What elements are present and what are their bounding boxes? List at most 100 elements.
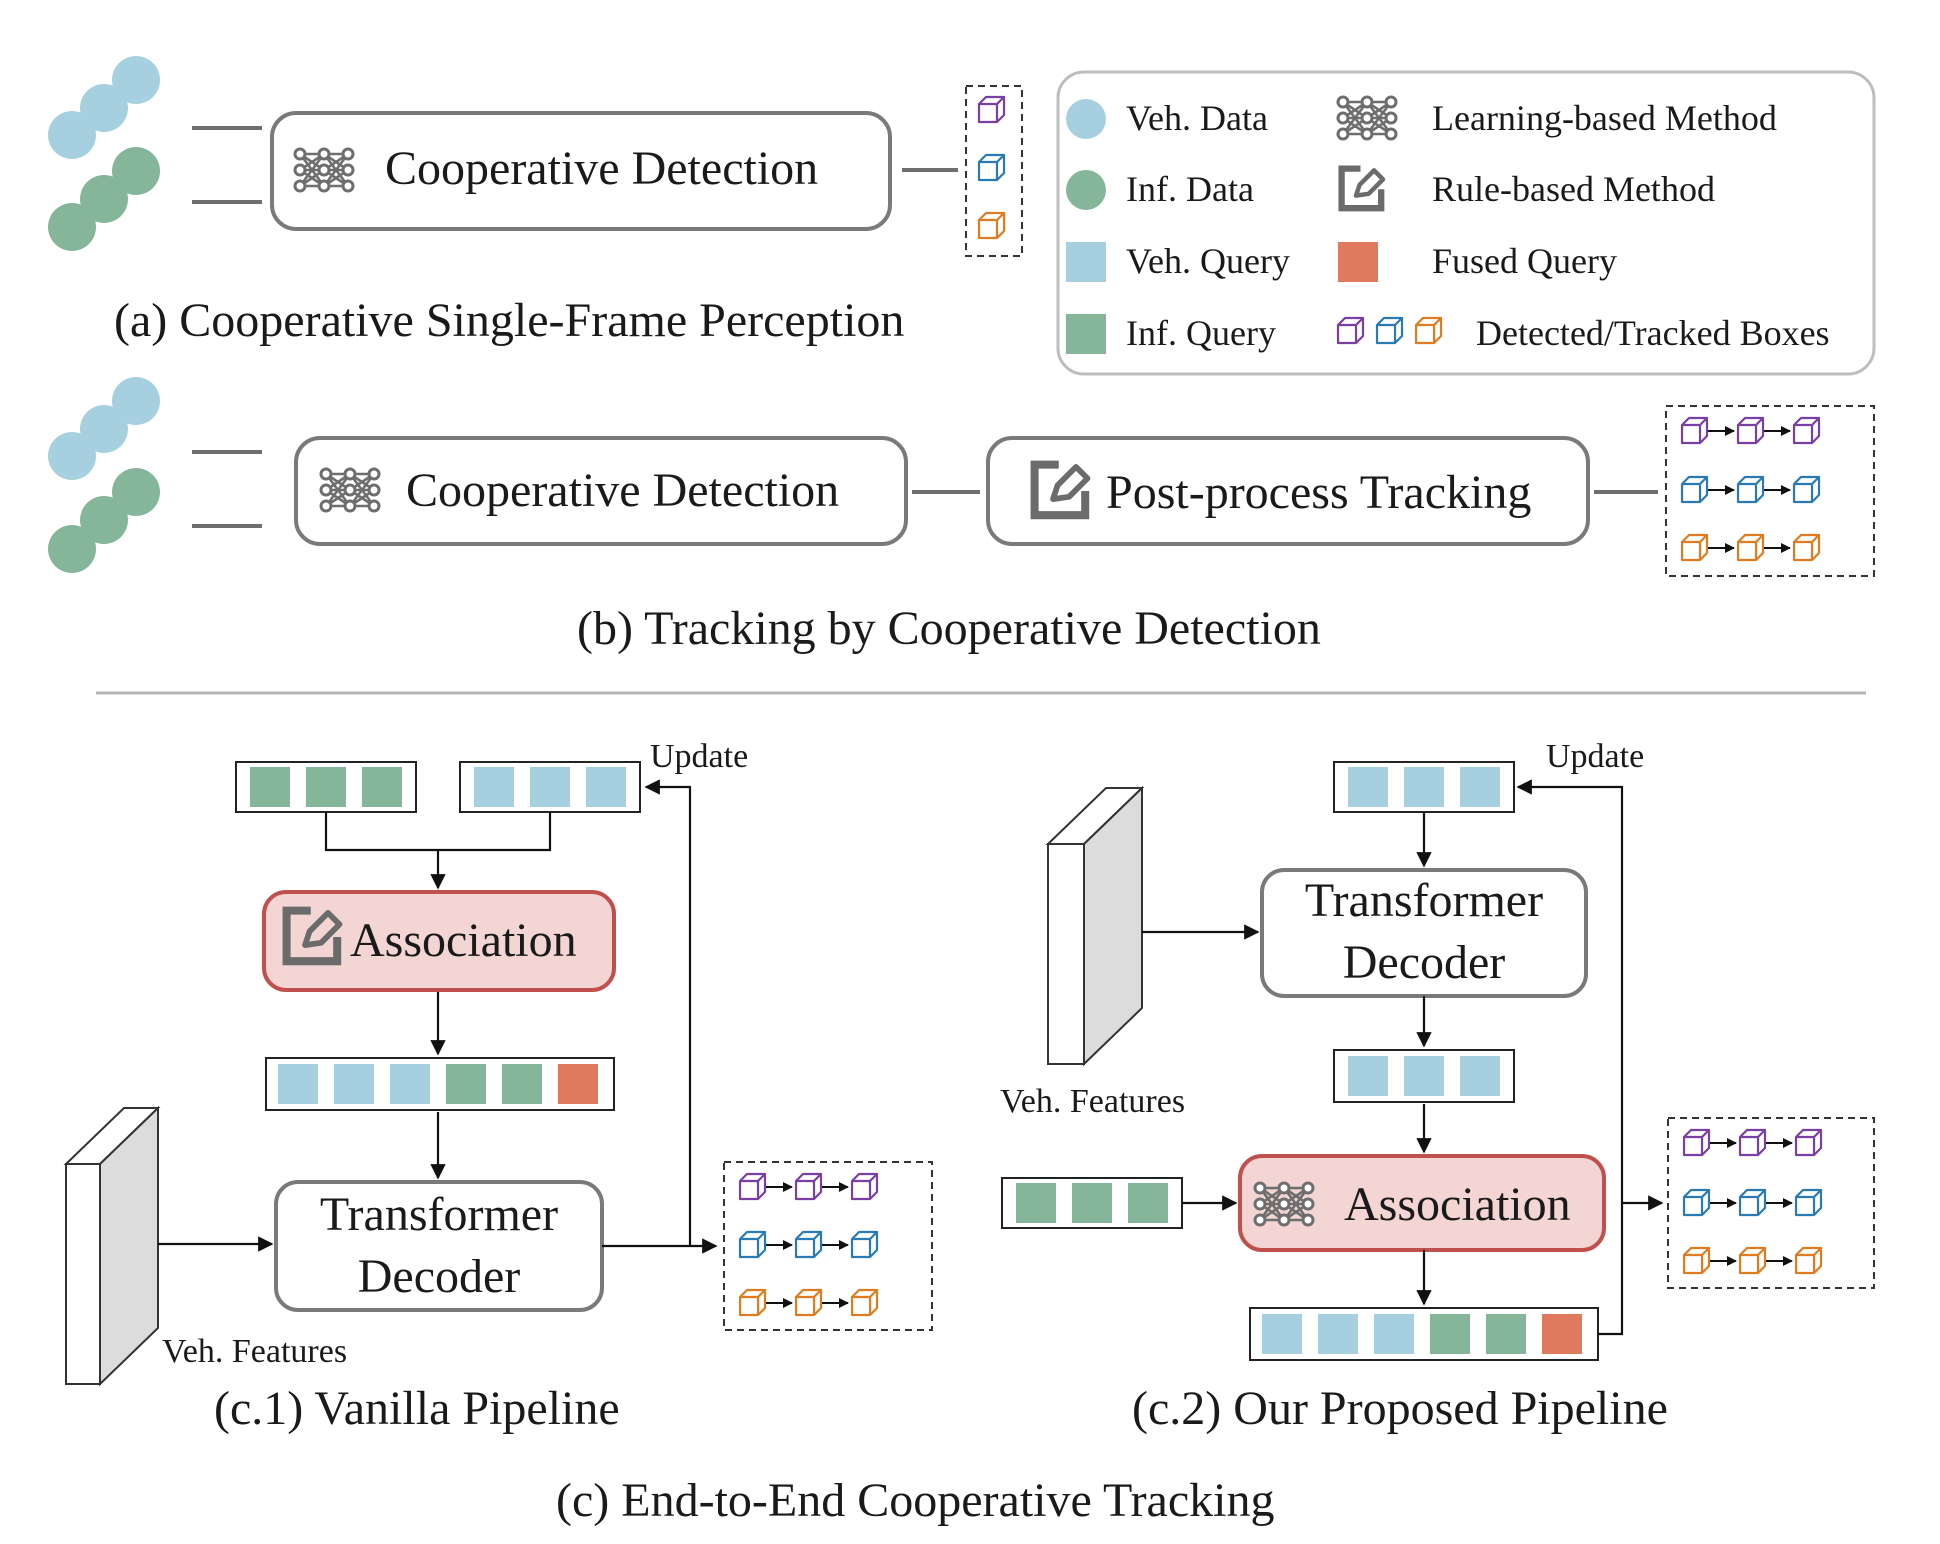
veh-query xyxy=(474,767,514,807)
association-box xyxy=(1238,1154,1606,1252)
update-connector xyxy=(644,779,692,1246)
inf-data-dot xyxy=(48,203,96,251)
legend: Veh. Data Inf. Data Veh. Query Inf. Quer… xyxy=(1056,70,1876,376)
panel-c1: Update Association Transformer Decoder V… xyxy=(63,738,933,1435)
fused-query xyxy=(558,1064,598,1104)
panel-c1-caption: (c.1) Vanilla Pipeline xyxy=(214,1382,620,1435)
legend-veh-query-swatch xyxy=(1066,242,1106,282)
legend-learning-icon xyxy=(1336,95,1398,141)
panel-b: Cooperative Detection Post-process Track… xyxy=(48,377,1875,655)
veh-query xyxy=(1460,767,1500,807)
tracked-boxes-row-purple xyxy=(1684,1130,1821,1155)
inf-query xyxy=(1430,1314,1470,1354)
inf-data-dot xyxy=(112,147,160,195)
cooperative-detection-box xyxy=(294,436,908,546)
panel-a-caption: (a) Cooperative Single-Frame Perception xyxy=(114,294,904,347)
panel-c-caption: (c) End-to-End Cooperative Tracking xyxy=(556,1474,1275,1527)
inf-query xyxy=(1486,1314,1526,1354)
veh-query xyxy=(1318,1314,1358,1354)
veh-query xyxy=(1348,767,1388,807)
merge-connector xyxy=(324,812,552,888)
veh-query xyxy=(390,1064,430,1104)
detected-box-orange xyxy=(977,211,1006,240)
veh-features-label: Veh. Features xyxy=(162,1333,347,1370)
legend-fused-query-swatch xyxy=(1338,242,1378,282)
inf-query-group xyxy=(235,761,417,813)
fused-query xyxy=(1542,1314,1582,1354)
inf-query-group xyxy=(1001,1177,1183,1229)
transformer-decoder-label-line1: Transformer xyxy=(320,1188,558,1241)
veh-data-dot xyxy=(80,84,128,132)
inf-query xyxy=(446,1064,486,1104)
tracked-boxes-row-orange xyxy=(1682,535,1819,560)
veh-query-group xyxy=(1333,1049,1515,1103)
veh-query xyxy=(530,767,570,807)
learning-method-icon xyxy=(319,467,381,513)
detected-box-purple xyxy=(977,95,1006,124)
inf-query xyxy=(306,767,346,807)
inf-data-dot xyxy=(80,496,128,544)
post-process-tracking-box xyxy=(986,436,1590,546)
tracked-boxes-row-purple xyxy=(740,1174,877,1199)
fused-query-group xyxy=(265,1057,615,1111)
veh-data-dot xyxy=(48,111,96,159)
veh-data-dot xyxy=(80,405,128,453)
update-label: Update xyxy=(650,738,748,775)
inf-data-dot xyxy=(112,468,160,516)
veh-query xyxy=(586,767,626,807)
legend-veh-data-swatch xyxy=(1066,99,1106,139)
veh-query xyxy=(334,1064,374,1104)
veh-query xyxy=(1262,1314,1302,1354)
inf-query xyxy=(250,767,290,807)
veh-features-block xyxy=(1045,785,1145,1067)
veh-data-dot xyxy=(112,377,160,425)
association-label: Association xyxy=(350,914,577,967)
fused-query-group xyxy=(1249,1307,1599,1361)
association-label: Association xyxy=(1344,1178,1571,1231)
legend-fused-query-label: Fused Query xyxy=(1432,241,1617,281)
inf-data-dot xyxy=(80,175,128,223)
inf-data-sequence xyxy=(48,147,160,251)
transformer-decoder-label-line2: Decoder xyxy=(358,1250,521,1303)
veh-query xyxy=(1404,767,1444,807)
association-box xyxy=(262,890,616,992)
panel-b-caption: (b) Tracking by Cooperative Detection xyxy=(577,602,1321,655)
tracked-boxes-row-blue xyxy=(1684,1190,1821,1215)
inf-data-sequence xyxy=(48,468,160,573)
inf-query xyxy=(1072,1183,1112,1223)
transformer-decoder-label-line1: Transformer xyxy=(1305,874,1543,927)
tracked-boxes-row-orange xyxy=(1684,1248,1821,1273)
legend-veh-query-label: Veh. Query xyxy=(1126,241,1290,281)
legend-rule-label: Rule-based Method xyxy=(1432,169,1715,209)
legend-inf-query-swatch xyxy=(1066,314,1106,354)
legend-learning-label: Learning-based Method xyxy=(1432,98,1777,138)
transformer-decoder-label-line2: Decoder xyxy=(1343,936,1506,989)
legend-inf-data-swatch xyxy=(1066,170,1106,210)
cooperative-detection-label: Cooperative Detection xyxy=(406,464,839,517)
legend-inf-query-label: Inf. Query xyxy=(1126,313,1276,353)
veh-query xyxy=(1404,1056,1444,1096)
learning-method-icon xyxy=(1253,1181,1315,1227)
cooperative-detection-label: Cooperative Detection xyxy=(385,142,818,195)
veh-query xyxy=(278,1064,318,1104)
inf-data-dot xyxy=(48,525,96,573)
detected-box-blue xyxy=(977,153,1006,182)
tracked-boxes-row-blue xyxy=(740,1232,877,1257)
inf-query xyxy=(362,767,402,807)
tracked-boxes-row-orange xyxy=(740,1290,877,1315)
legend-boxes-label: Detected/Tracked Boxes xyxy=(1476,313,1830,353)
legend-inf-data-label: Inf. Data xyxy=(1126,169,1254,209)
cooperative-detection-box xyxy=(270,111,892,231)
tracked-boxes-row-blue xyxy=(1682,477,1819,502)
inf-query xyxy=(1016,1183,1056,1223)
inf-query xyxy=(1128,1183,1168,1223)
panel-c2: Update Transformer Decoder Veh. Features xyxy=(1000,738,1875,1435)
veh-features-block xyxy=(63,1105,161,1387)
legend-frame xyxy=(1056,70,1876,376)
detected-boxes-frame xyxy=(965,85,1023,257)
veh-data-dot xyxy=(112,56,160,104)
panel-a: Cooperative Detection (a) Cooperative Si… xyxy=(48,56,1023,347)
update-label: Update xyxy=(1546,738,1644,775)
veh-query xyxy=(1348,1056,1388,1096)
